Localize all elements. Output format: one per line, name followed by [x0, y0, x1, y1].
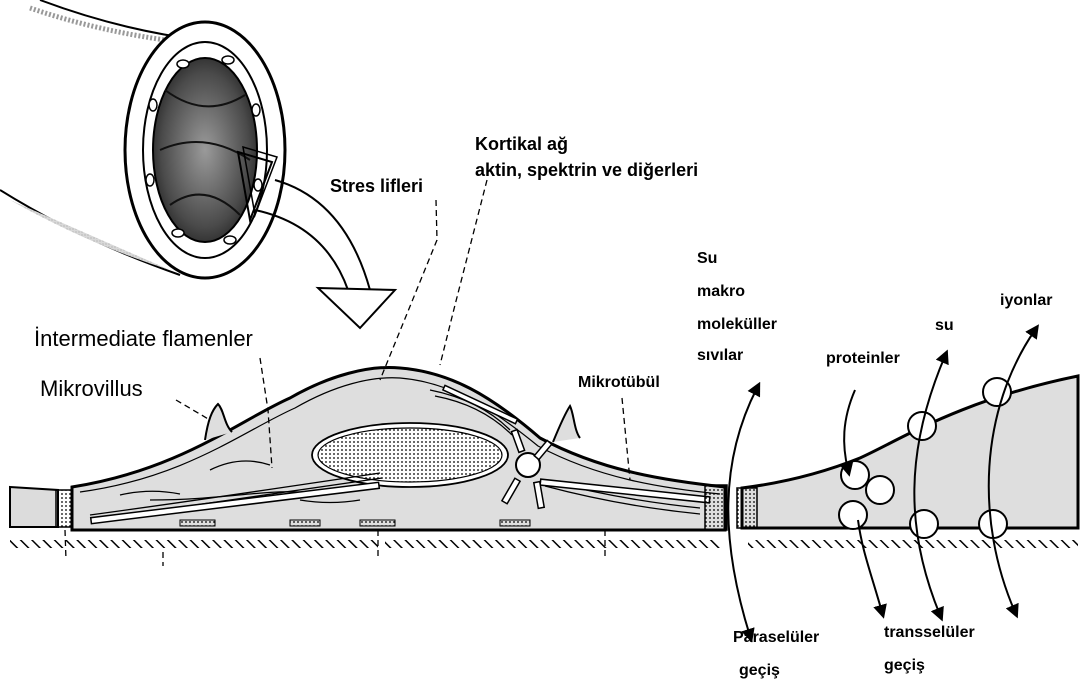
molekuller-label: moleküller [697, 316, 777, 334]
iyonlar-label: iyonlar [1000, 292, 1052, 310]
proteinler-label: proteinler [826, 350, 900, 368]
mikrovillus-label: Mikrovillus [40, 376, 143, 401]
transseluler-gecis-label: geçiş [884, 657, 925, 675]
paraseluler-gecis-label: geçiş [739, 662, 780, 680]
kortikal-label-line1: Kortikal ağ [475, 134, 568, 155]
intermediate-label: İntermediate flamenler [34, 326, 253, 351]
vessel-cross-section [0, 0, 395, 328]
right-cell [737, 376, 1078, 538]
paraseluler-label: Paraselüler [733, 629, 819, 647]
mikrotubul-label: Mikrotübül [578, 374, 660, 392]
su-small-label: su [935, 317, 954, 335]
stres-label: Stres lifleri [330, 176, 423, 197]
left-cell-fragment [10, 487, 74, 527]
makro-label: makro [697, 283, 745, 301]
su-label: Su [697, 250, 717, 268]
sivilar-label: sıvılar [697, 347, 743, 365]
kortikal-label-line2: aktin, spektrin ve diğerleri [475, 160, 698, 181]
transseluler-label: transselüler [884, 624, 975, 642]
